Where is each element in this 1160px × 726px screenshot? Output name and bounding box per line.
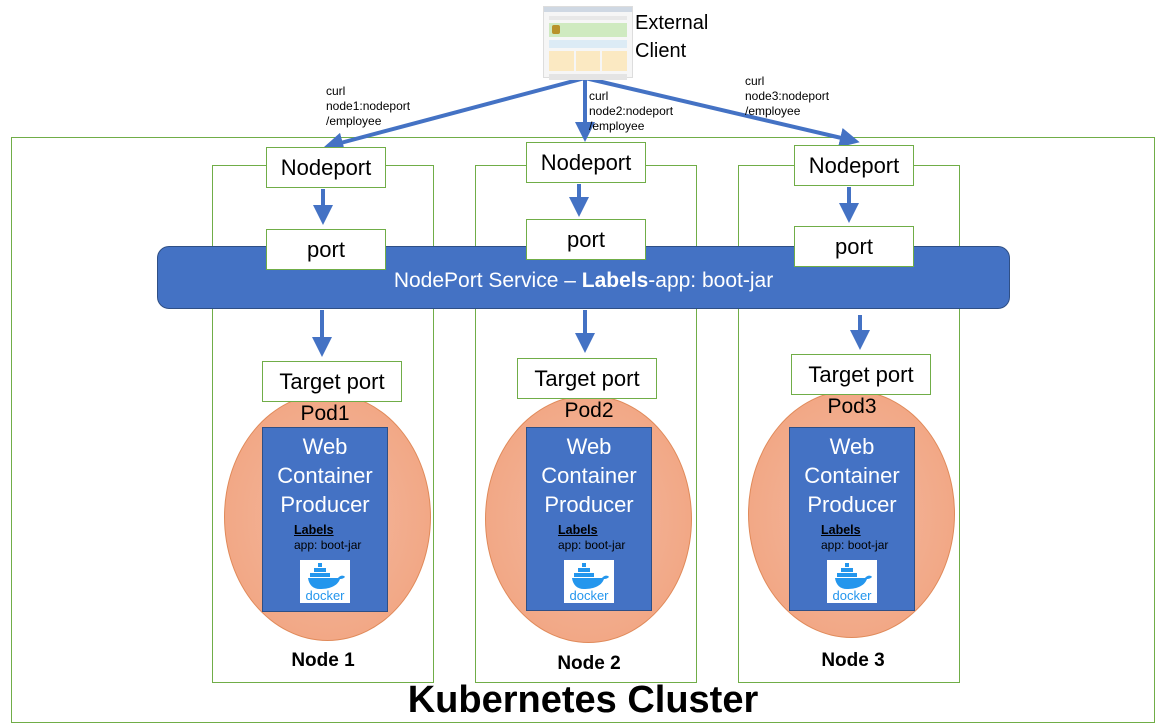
arrow-client-to-node1 (323, 76, 586, 153)
request-line: curl (326, 84, 346, 98)
request-line: /employee (589, 119, 645, 133)
labels-value: app: boot-jar (294, 538, 362, 552)
docker-icon: docker (300, 560, 350, 603)
container-title-line: Web (829, 434, 875, 459)
service-label-suffix: -app: boot-jar (648, 268, 774, 292)
web-container-producer-1: Web Container Producer Labels app: boot-… (262, 427, 388, 612)
browser-window-icon (543, 6, 633, 80)
target-port-box-node2: Target port (517, 358, 657, 399)
request-line: curl (745, 74, 765, 88)
port-box-node1: port (266, 229, 386, 270)
external-client-label: External Client (635, 9, 708, 65)
pod-2-title: Pod2 (564, 399, 614, 422)
pod-1-title: Pod1 (300, 402, 350, 425)
nodeport-box-node2: Nodeport (526, 142, 646, 183)
request-line: /employee (745, 104, 801, 118)
target-port-box-node3: Target port (791, 354, 931, 395)
cluster-title: Kubernetes Cluster (407, 679, 759, 721)
request-line: node3:nodeport (745, 89, 830, 103)
docker-wordmark: docker (305, 588, 345, 603)
web-container-producer-3: Web Container Producer Labels app: boot-… (789, 427, 915, 611)
labels-value: app: boot-jar (558, 538, 626, 552)
nodeport-box-node3: Nodeport (794, 145, 914, 186)
arrow-client-to-node3 (584, 76, 860, 148)
request-line: /employee (326, 114, 382, 128)
container-title-line: Producer (544, 492, 634, 517)
external-client-line2: Client (635, 40, 687, 62)
node-3-label: Node 3 (821, 650, 885, 671)
labels-heading: Labels (821, 523, 861, 537)
request-line: node2:nodeport (589, 104, 674, 118)
docker-wordmark: docker (832, 588, 872, 603)
target-port-box-node1: Target port (262, 361, 402, 402)
labels-value: app: boot-jar (821, 538, 889, 552)
node-2-label: Node 2 (557, 653, 621, 674)
nodeport-box-node1: Nodeport (266, 147, 386, 188)
port-box-node3: port (794, 226, 914, 267)
labels-heading: Labels (558, 523, 598, 537)
container-title-line: Container (277, 463, 373, 488)
service-label-prefix: NodePort Service – (393, 268, 582, 292)
node-1-label: Node 1 (291, 650, 355, 671)
docker-icon: docker (827, 560, 877, 603)
container-title-line: Producer (807, 492, 897, 517)
container-title-line: Container (804, 463, 900, 488)
request-line: node1:nodeport (326, 99, 411, 113)
service-label-bold: Labels (581, 268, 649, 292)
pod-3-title: Pod3 (827, 395, 877, 418)
web-container-producer-2: Web Container Producer Labels app: boot-… (526, 427, 652, 611)
request-line: curl (589, 89, 609, 103)
container-title-line: Web (302, 434, 348, 459)
external-client-line1: External (635, 12, 709, 34)
port-box-node2: port (526, 219, 646, 260)
request-label-node3: curl node3:nodeport /employee (745, 74, 829, 119)
container-title-line: Web (566, 434, 612, 459)
request-label-node1: curl node1:nodeport /employee (326, 84, 410, 129)
container-title-line: Producer (280, 492, 370, 517)
request-label-node2: curl node2:nodeport /employee (589, 89, 673, 134)
container-title-line: Container (541, 463, 637, 488)
labels-heading: Labels (294, 523, 334, 537)
docker-wordmark: docker (569, 588, 609, 603)
docker-icon: docker (564, 560, 614, 603)
